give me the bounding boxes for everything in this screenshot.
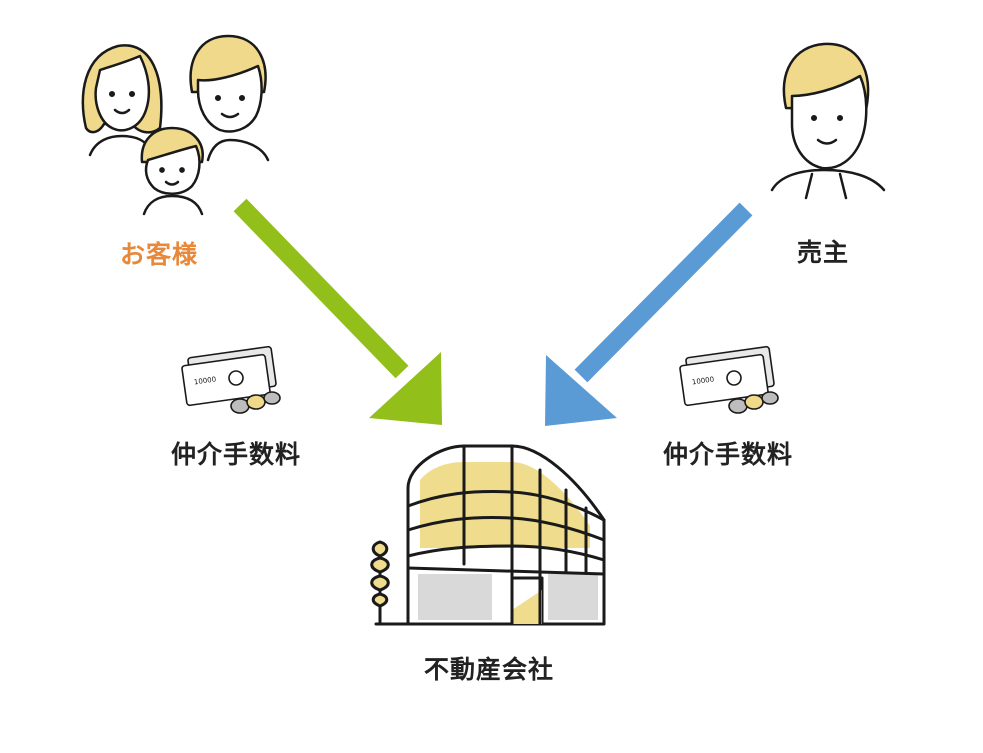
money-icon-right: 10000 — [679, 345, 779, 414]
building-illustration — [370, 444, 606, 626]
man-icon — [189, 34, 270, 162]
seller-label: 売主 — [797, 238, 850, 267]
brokerage-fee-label-right: 仲介手数料 — [663, 440, 794, 469]
banknote-text-right: 10000 — [691, 375, 714, 386]
green-arrow — [233, 198, 442, 425]
seller-illustration — [770, 42, 886, 200]
real-estate-company-label: 不動産会社 — [424, 655, 555, 684]
tree-icon — [370, 540, 390, 626]
customers-illustration — [81, 34, 270, 216]
blue-arrow — [545, 202, 753, 426]
woman-icon — [81, 44, 163, 157]
child-icon — [140, 126, 204, 216]
banknote-text-left: 10000 — [193, 375, 216, 386]
money-icon-left: 10000 — [181, 345, 281, 414]
brokerage-fee-label-left: 仲介手数料 — [171, 440, 302, 469]
customers-label: お客様 — [120, 240, 199, 269]
